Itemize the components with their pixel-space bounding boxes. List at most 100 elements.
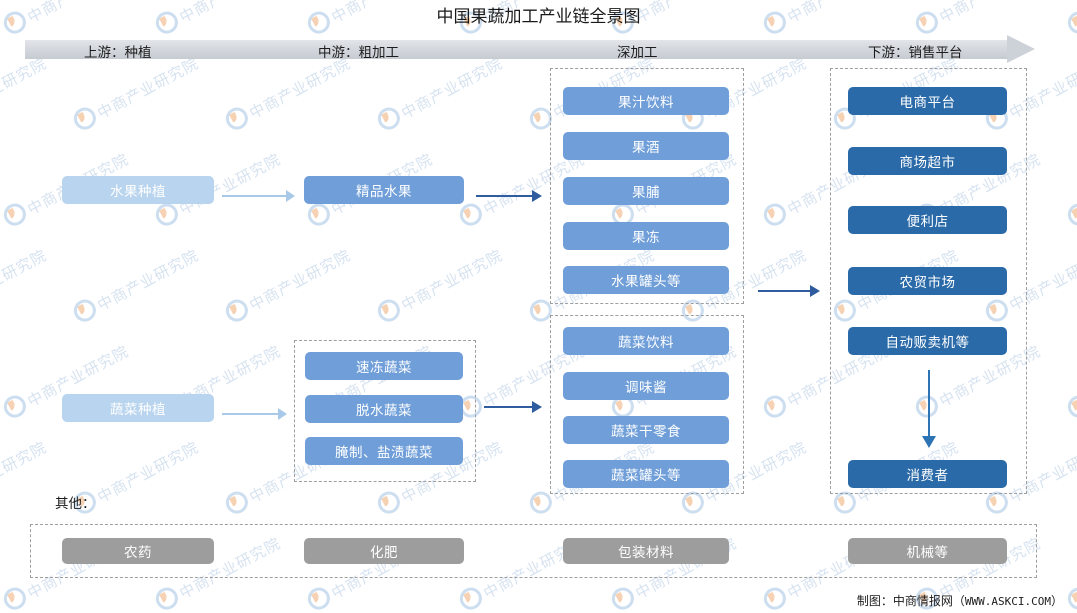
watermark-logo-icon [760,391,790,422]
node-downstream-1[interactable]: 商场超市 [848,147,1007,175]
watermark-text: 中商产业研究院 [0,438,50,507]
watermark-logo-icon [1064,583,1077,613]
watermark-mark: 中商产业研究院 [222,50,354,136]
stage-label-0: 上游：种植 [84,45,152,61]
node-deep-fruit-4[interactable]: 水果罐头等 [563,266,729,294]
watermark-logo-icon [304,583,334,613]
node-label: 果酒 [632,140,660,156]
node-deep-veg-2[interactable]: 蔬菜干零食 [563,416,729,444]
node-label: 调味酱 [625,380,667,396]
node-label: 水果种植 [110,184,166,200]
node-upstream-0[interactable]: 水果种植 [62,176,214,204]
node-other-2[interactable]: 包装材料 [563,538,729,564]
node-downstream-5[interactable]: 消费者 [848,460,1007,488]
node-other-3[interactable]: 机械等 [848,538,1007,564]
arrow-head [810,285,820,297]
node-deep-fruit-3[interactable]: 果冻 [563,222,729,250]
node-label: 腌制、盐渍蔬菜 [335,445,433,461]
arrow-veg-rough-to-deep [484,401,542,413]
watermark-text: 中商产业研究院 [246,54,354,123]
node-label: 脱水蔬菜 [356,403,412,419]
node-label: 水果罐头等 [611,274,681,290]
watermark-mark: 中商产业研究院 [1064,338,1077,424]
watermark-logo-icon [456,583,486,613]
node-midstream-veg-1[interactable]: 脱水蔬菜 [305,395,463,423]
node-deep-veg-3[interactable]: 蔬菜罐头等 [563,460,729,488]
node-label: 蔬菜种植 [110,402,166,418]
watermark-logo-icon [152,199,182,230]
arrow-shaft [928,370,930,437]
node-label: 电商平台 [899,95,956,111]
watermark-text: 中商产业研究院 [398,246,506,315]
watermark-logo-icon [608,583,638,613]
node-midstream-veg-0[interactable]: 速冻蔬菜 [305,352,463,380]
node-deep-fruit-2[interactable]: 果脯 [563,177,729,205]
node-label: 便利店 [906,214,949,230]
watermark-text: 中商产业研究院 [94,246,202,315]
node-other-1[interactable]: 化肥 [304,538,464,564]
arrow-head [532,190,542,202]
arrow-to-consumer [921,370,937,448]
node-midstream-veg-2[interactable]: 腌制、盐渍蔬菜 [305,437,463,465]
watermark-logo-icon [304,199,334,230]
node-downstream-0[interactable]: 电商平台 [848,87,1007,115]
footer-credit: 制图：中商情报网（WWW.ASKCI.COM） [857,592,1063,609]
footer-url: WWW.ASKCI.COM [964,595,1051,608]
watermark-logo-icon [374,487,404,518]
group-box-deep-vegetable [550,315,744,494]
stage-label-2: 深加工 [617,45,658,61]
arrow-head [278,408,287,420]
watermark-mark: 中商产业研究院 [0,434,50,520]
stage-label-3: 下游：销售平台 [868,45,963,61]
node-deep-fruit-1[interactable]: 果酒 [563,132,729,160]
watermark-mark: 中商产业研究院 [1064,530,1077,613]
node-deep-veg-0[interactable]: 蔬菜饮料 [563,327,729,355]
watermark-logo-icon [1064,391,1077,422]
footer-prefix: 制图：中商情报网（ [856,594,965,608]
watermark-logo-icon [374,103,404,134]
node-label: 消费者 [906,468,949,484]
arrow-shaft [484,406,533,408]
arrow-fruit-plant-to-fruit-premium [222,190,296,202]
group-box-deep-fruit [550,68,744,304]
arrow-head [532,401,542,413]
node-label: 果冻 [632,230,660,246]
node-label: 速冻蔬菜 [356,360,412,376]
watermark-logo-icon [760,583,790,613]
group-box-midstream-vegetable [294,340,476,482]
stage-band-bar [25,40,1007,59]
node-label: 精品水果 [356,184,412,200]
watermark-text: 中商产业研究院 [246,246,354,315]
watermark-logo-icon [222,103,252,134]
watermark-mark: 中商产业研究院 [374,50,506,136]
node-downstream-3[interactable]: 农贸市场 [848,267,1007,295]
arrow-head [286,190,295,202]
node-midstream-fruit-0[interactable]: 精品水果 [304,176,464,204]
watermark-text: 中商产业研究院 [398,54,506,123]
arrow-shaft [476,195,533,197]
arrow-shaft [222,413,279,415]
group-box-downstream [830,68,1027,494]
node-downstream-4[interactable]: 自动贩卖机等 [848,327,1007,355]
node-deep-veg-1[interactable]: 调味酱 [563,372,729,400]
group-box-other [30,524,1037,578]
node-label: 蔬菜干零食 [611,424,681,440]
node-label: 机械等 [906,545,949,561]
stage-label-1: 中游：粗加工 [318,45,399,61]
node-upstream-1[interactable]: 蔬菜种植 [62,394,214,422]
stage-band-arrow-tip [1007,35,1035,63]
watermark-mark: 中商产业研究院 [374,242,506,328]
node-label: 蔬菜罐头等 [611,468,681,484]
arrow-shaft [758,290,811,292]
watermark-mark: 中商产业研究院 [0,242,50,328]
node-other-0[interactable]: 农药 [62,538,214,564]
node-downstream-2[interactable]: 便利店 [848,206,1007,234]
watermark-logo-icon [70,295,100,326]
node-label: 蔬菜饮料 [618,335,674,351]
watermark-logo-icon [222,295,252,326]
watermark-logo-icon [0,199,30,230]
node-label: 农贸市场 [899,275,956,291]
page-title: 中国果蔬加工产业链全景图 [436,7,641,27]
node-deep-fruit-0[interactable]: 果汁饮料 [563,87,729,115]
